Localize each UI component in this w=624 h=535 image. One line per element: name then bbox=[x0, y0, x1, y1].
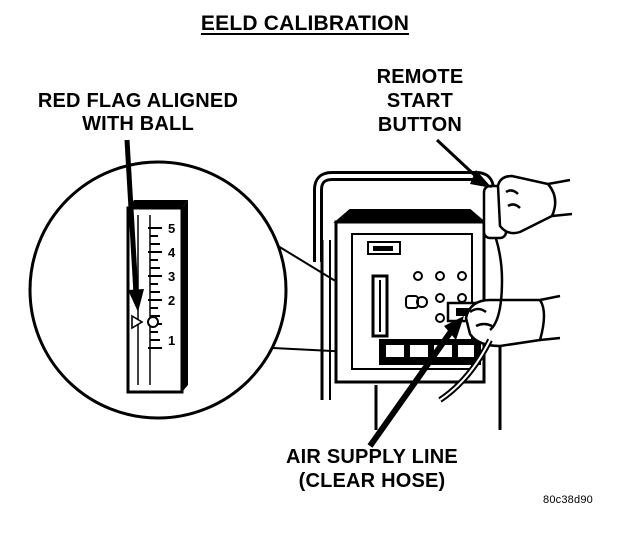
float-ball bbox=[147, 316, 159, 328]
hand-with-remote bbox=[482, 174, 573, 240]
remote-start-label: REMOTE START BUTTON bbox=[350, 65, 490, 137]
diagram-title: EELD CALIBRATION bbox=[200, 12, 410, 35]
gauge-scale: 5 4 3 2 1 bbox=[168, 221, 176, 348]
air-supply-label: AIR SUPPLY LINE (CLEAR HOSE) bbox=[262, 445, 482, 493]
red-flag-label: RED FLAG ALIGNED WITH BALL bbox=[8, 90, 268, 136]
leak-tester-machine bbox=[313, 171, 502, 430]
remote-start-arrow bbox=[435, 138, 492, 188]
air-label-line2: (CLEAR HOSE) bbox=[298, 470, 446, 492]
red-flag-label-line2: WITH BALL bbox=[82, 113, 194, 135]
scale-numeral: 5 bbox=[168, 221, 175, 236]
scale-numeral: 1 bbox=[168, 333, 175, 348]
scale-numeral: 2 bbox=[168, 293, 175, 308]
red-flag-label-line1: RED FLAG ALIGNED bbox=[37, 90, 239, 112]
air-supply-arrow bbox=[367, 316, 464, 448]
red-flag-arrow bbox=[124, 139, 144, 312]
remote-label-line3: BUTTON bbox=[377, 114, 463, 136]
scale-numeral: 4 bbox=[168, 245, 176, 260]
scale-numeral: 3 bbox=[168, 269, 175, 284]
figure-code: 80c38d90 bbox=[543, 494, 593, 506]
air-label-line1: AIR SUPPLY LINE bbox=[286, 446, 458, 468]
red-flag-marker bbox=[131, 314, 144, 330]
remote-label-line2: START bbox=[386, 90, 454, 112]
remote-label-line1: REMOTE bbox=[376, 66, 464, 88]
hand-at-fitting bbox=[464, 294, 561, 348]
